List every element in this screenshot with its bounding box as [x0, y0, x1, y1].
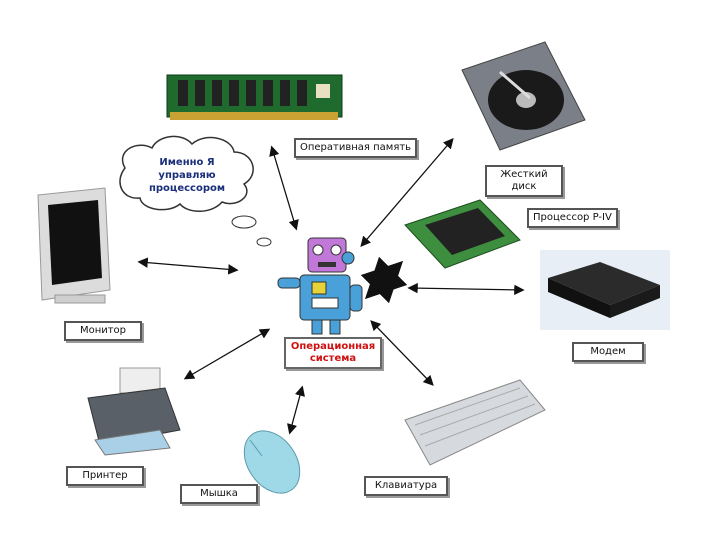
robot-signal-icon: [360, 256, 408, 304]
connection-arrows: [137, 138, 525, 435]
thought-cloud: [119, 135, 272, 247]
hard-disk-image: [461, 41, 586, 151]
label-hdd: Жесткий диск: [485, 165, 563, 197]
ram-module-image: [166, 74, 343, 120]
cpu-image: [404, 199, 521, 269]
arrow-ram: [269, 145, 299, 231]
arrow-keyboard: [370, 320, 434, 386]
mouse-image: [243, 430, 301, 494]
keyboard-image: [404, 379, 546, 466]
label-ram: Оперативная память: [294, 138, 418, 158]
label-mouse: Мышка: [180, 484, 258, 504]
robot-image: [277, 237, 363, 335]
label-monitor: Монитор: [64, 321, 142, 341]
label-os: Операционная система: [284, 337, 382, 369]
label-cpu: Процессор P-IV: [527, 208, 618, 228]
arrow-monitor: [137, 257, 239, 275]
arrow-modem: [407, 282, 525, 296]
label-printer: Принтер: [66, 466, 144, 486]
label-keyboard: Клавиатура: [364, 476, 448, 496]
arrow-printer: [183, 328, 271, 380]
modem-image: [540, 250, 670, 330]
arrow-hdd: [360, 138, 454, 247]
label-modem: Модем: [572, 342, 644, 362]
printer-image: [87, 367, 181, 456]
arrow-mouse: [287, 385, 305, 435]
thought-text: Именно Я управляю процессором: [148, 157, 226, 194]
monitor-image: [37, 187, 111, 304]
